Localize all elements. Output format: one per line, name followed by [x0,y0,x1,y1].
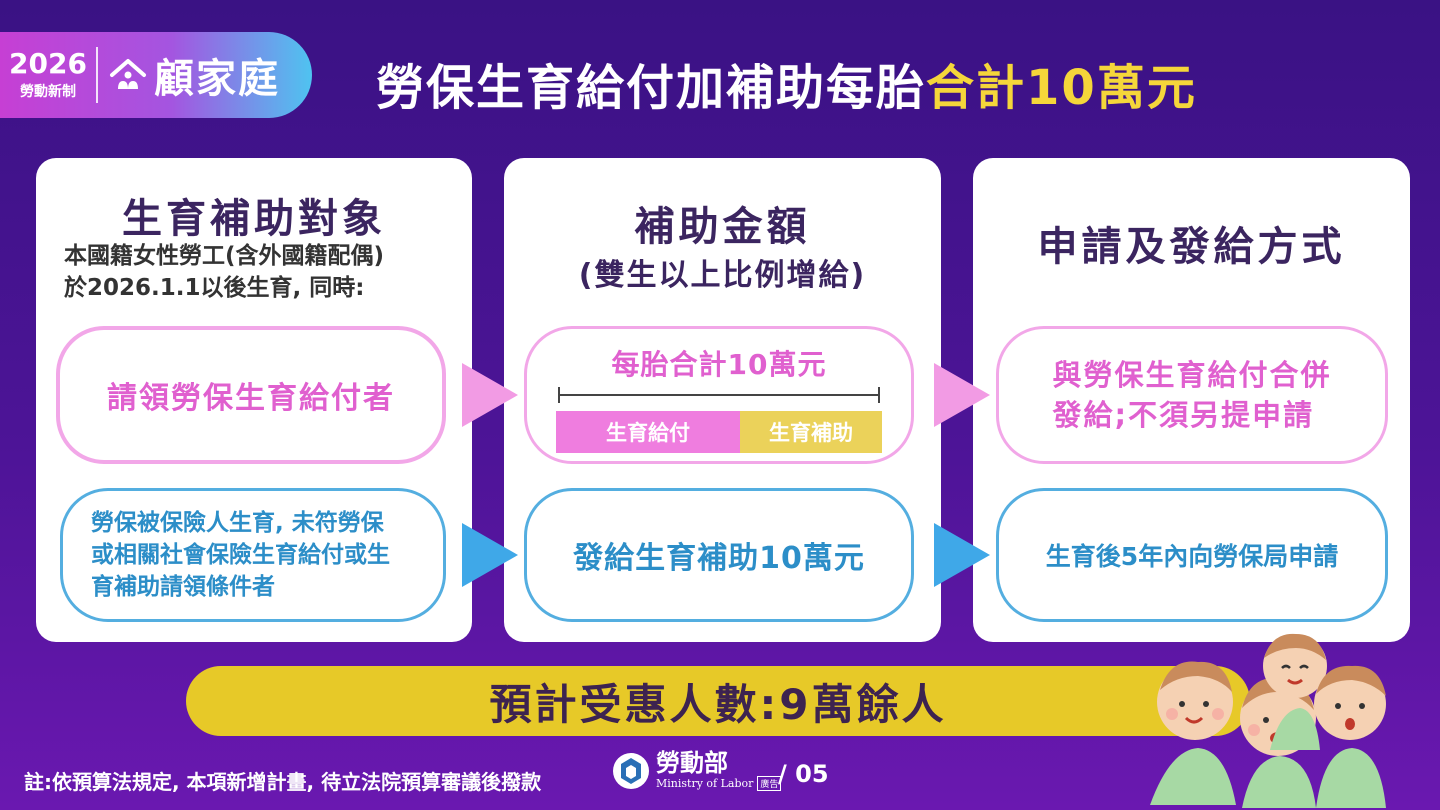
bar-segments: 生育給付 生育補助 [556,411,882,453]
badge-name: 顧家庭 [154,56,280,102]
bar-label: 每胎合計10萬元 [611,348,827,381]
eligibility-pill-labor-insurance: 請領勞保生育給付者 [56,326,446,464]
brand-badge: 2026 勞動新制 顧家庭 [0,32,312,118]
bar-bracket [556,387,882,403]
segment-maternity-benefit: 生育給付 [556,411,740,453]
ministry-logo: 勞動部 Ministry of Labor 廣告 [612,749,782,791]
application-pill-merged: 與勞保生育給付合併 發給;不須另提申請 [996,326,1388,464]
title-highlight: 合計10萬元 [926,60,1197,116]
badge-year: 2026 [9,47,87,80]
arrow-right-icon [462,363,518,427]
pill-text: 發給生育補助10萬元 [573,541,865,576]
card-amount-subheading: (雙生以上比例增給) [578,258,867,293]
banner-text: 預計受惠人數:9萬餘人 [489,679,947,729]
page-title: 勞保生育給付加補助每胎合計10萬元 [376,48,1197,118]
ministry-name-zh: 勞動部 [656,749,728,777]
ministry-name-en-row: Ministry of Labor 廣告 [656,776,782,791]
card-eligibility-desc: 本國籍女性勞工(含外國籍配偶) 於2026.1.1以後生育, 同時: [64,240,464,304]
arrow-right-icon [462,523,518,587]
segment-birth-subsidy: 生育補助 [740,411,882,453]
pill-text-block: 勞保被保險人生育, 未符勞保 或相關社會保險生育給付或生 育補助請領條件者 [91,507,390,603]
ad-label: 廣告 [757,776,782,791]
pill-line: 勞保被保險人生育, 未符勞保 [91,510,384,536]
title-main: 勞保生育給付加補助每胎 [376,60,927,116]
pill-line: 育補助請領條件者 [91,574,275,600]
ministry-logo-text: 勞動部 Ministry of Labor 廣告 [656,749,782,791]
arrow-right-icon [934,523,990,587]
pill-text: 生育後5年內向勞保局申請 [1045,542,1339,571]
application-pill-apply: 生育後5年內向勞保局申請 [996,488,1388,622]
amount-breakdown-bar: 每胎合計10萬元 生育給付 生育補助 [556,343,882,453]
ministry-name-en: Ministry of Labor [656,777,754,790]
desc-line: 於2026.1.1以後生育, 同時: [64,275,365,301]
amount-pill-subsidy: 發給生育補助10萬元 [524,488,914,622]
card-eligibility-heading: 生育補助對象 [122,196,386,242]
page-number: / 05 [778,760,829,788]
desc-line: 本國籍女性勞工(含外國籍配偶) [64,243,385,269]
card-amount-heading: 補助金額 [634,204,811,250]
pill-line: 發給;不須另提申請 [1052,398,1315,432]
pill-line: 與勞保生育給付合併 [1052,358,1332,392]
badge-subtitle: 勞動新制 [20,84,76,100]
pill-line: 或相關社會保險生育給付或生 [91,542,390,568]
ministry-logo-icon [613,752,649,789]
eligibility-pill-other: 勞保被保險人生育, 未符勞保 或相關社會保險生育給付或生 育補助請領條件者 [60,488,446,622]
card-application-heading: 申請及發給方式 [1037,224,1346,270]
house-icon [110,59,146,89]
beneficiaries-banner: 預計受惠人數:9萬餘人 [186,666,1250,736]
babies-illustration [1150,633,1386,808]
footnote: 註:依預算法規定, 本項新增計畫, 待立法院預算審議後撥款 [24,770,542,794]
arrow-right-icon [934,363,990,427]
pill-text: 請領勞保生育給付者 [107,381,395,416]
pill-text-block: 與勞保生育給付合併 發給;不須另提申請 [1052,355,1331,435]
badge-divider [96,47,98,103]
badge-name-block: 顧家庭 [108,46,280,104]
badge-year-block: 2026 勞動新制 [0,49,96,101]
